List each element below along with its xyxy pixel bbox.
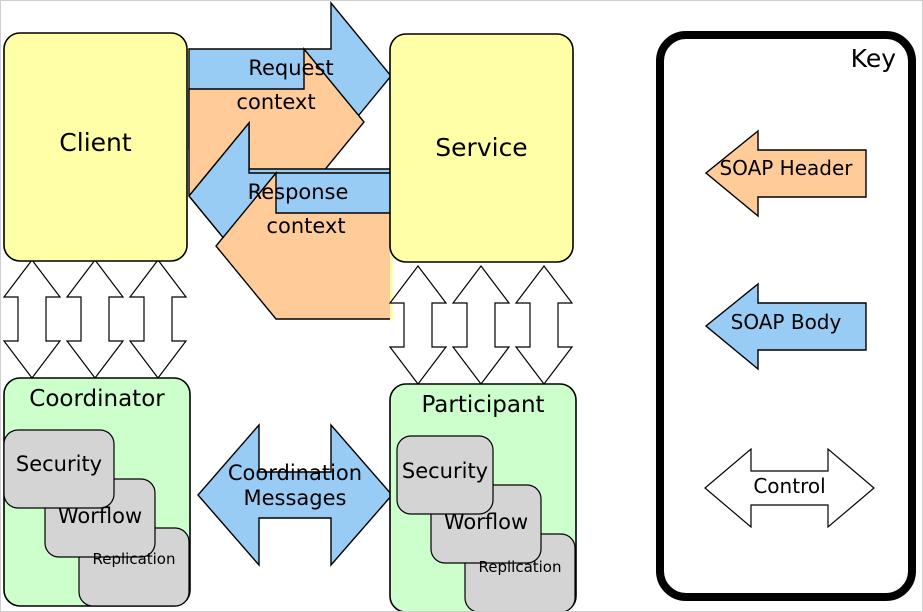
key-control-arrow	[704, 447, 875, 529]
key-soap-body-arrow	[704, 282, 867, 371]
control-arrow-service-2	[451, 265, 511, 385]
control-arrow-client-2	[65, 259, 125, 379]
participant-module-security	[396, 435, 494, 515]
coordination-messages-arrow	[197, 423, 393, 567]
client-box	[3, 32, 188, 262]
service-box	[389, 33, 574, 263]
key-soap-header-arrow	[704, 129, 867, 218]
coordinator-module-security	[3, 429, 115, 509]
control-arrow-client-1	[2, 259, 62, 379]
control-arrow-service-1	[388, 265, 448, 385]
control-arrow-service-3	[514, 265, 574, 385]
control-arrow-client-3	[128, 259, 188, 379]
